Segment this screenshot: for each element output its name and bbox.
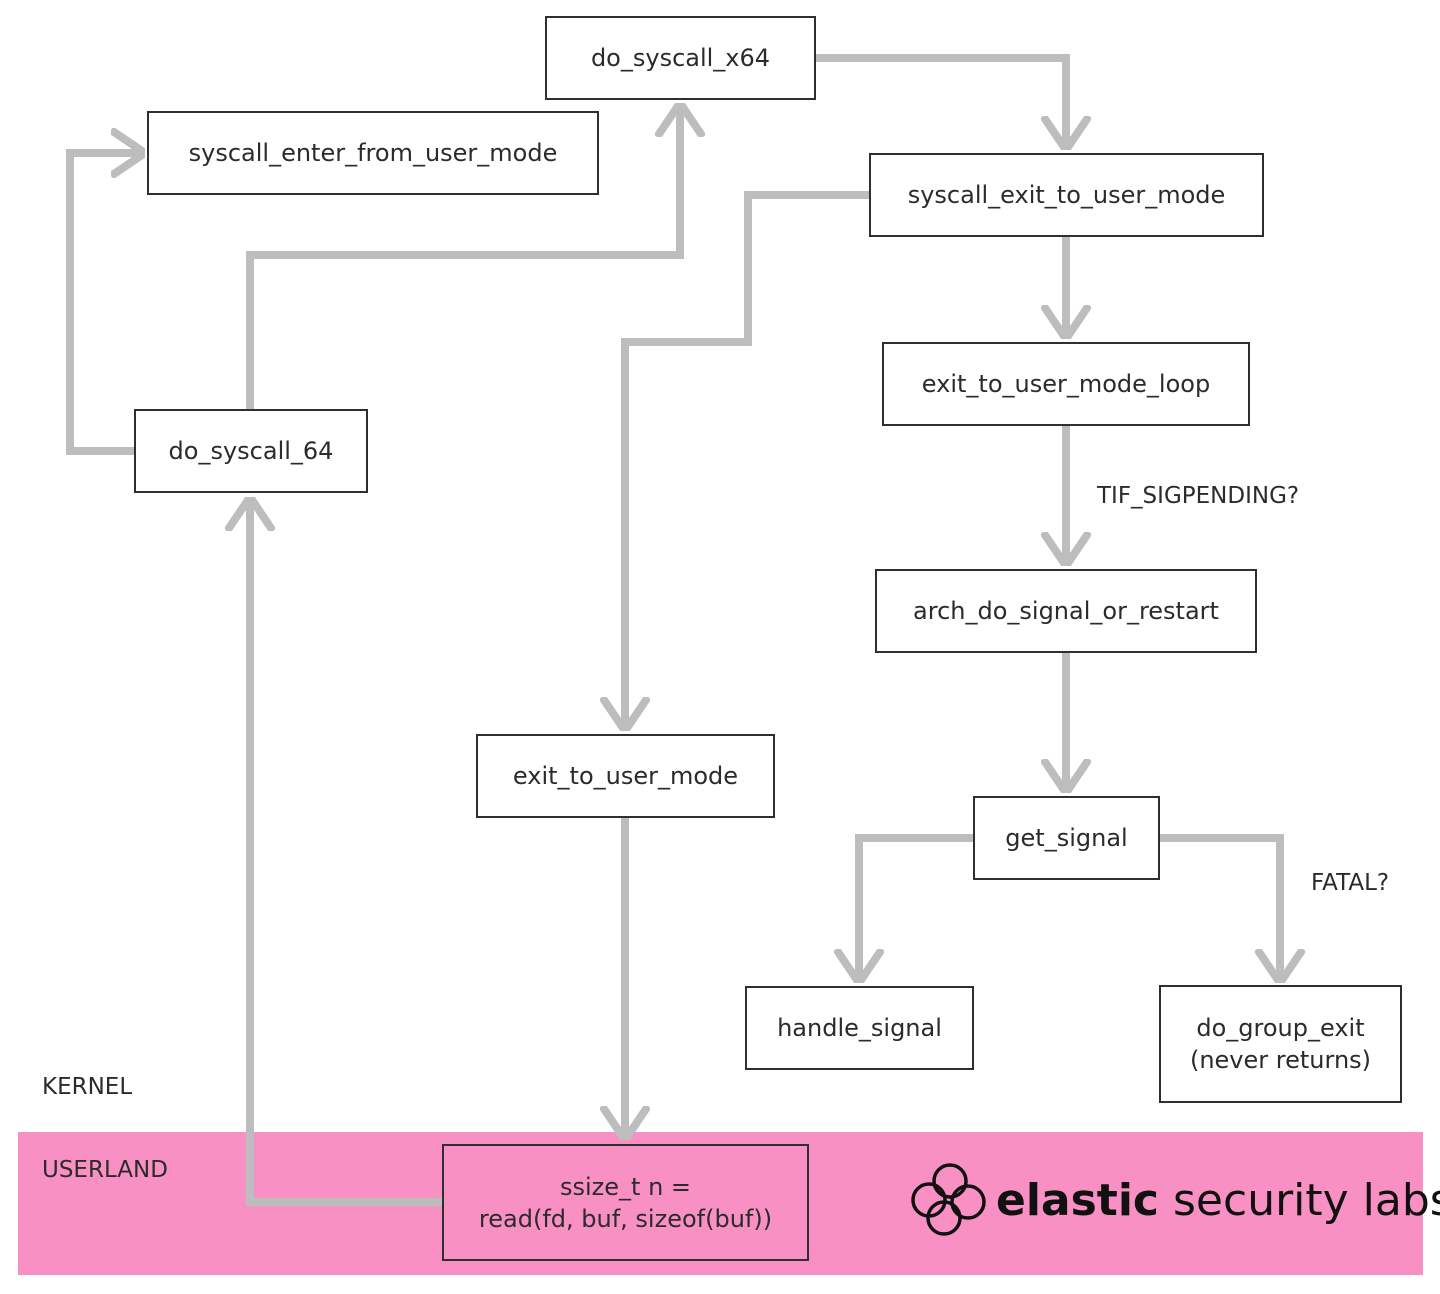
brand-name-rest: security labs [1159, 1174, 1440, 1226]
node-handle-signal: handle_signal [745, 986, 974, 1070]
node-do-group-exit: do_group_exit (never returns) [1159, 985, 1402, 1103]
userland-zone-label: USERLAND [42, 1157, 168, 1183]
edge-get-signal-to-handle [859, 834, 973, 983]
brand-name: elastic security labs [996, 1175, 1440, 1226]
edge-get-signal-to-group-exit [1160, 834, 1280, 983]
edge-label-tif-sigpending: TIF_SIGPENDING? [1097, 483, 1300, 509]
edge-label-fatal: FATAL? [1311, 870, 1390, 896]
edge-exit-to-user-mode [625, 191, 869, 731]
kernel-zone-label: KERNEL [42, 1074, 133, 1100]
edge-64-to-x64 [246, 103, 680, 409]
edge-x64-to-exit [816, 54, 1066, 150]
edge-read-to-64 [250, 497, 442, 1206]
node-exit-to-user-mode: exit_to_user_mode [476, 734, 775, 818]
node-do-syscall-x64: do_syscall_x64 [545, 16, 816, 100]
brand-name-bold: elastic [996, 1174, 1160, 1226]
node-arch-do-signal-or-restart: arch_do_signal_or_restart [875, 569, 1257, 653]
node-syscall-enter-from-user-mode: syscall_enter_from_user_mode [147, 111, 599, 195]
node-read-call: ssize_t n = read(fd, buf, sizeof(buf)) [442, 1144, 809, 1261]
node-exit-to-user-mode-loop: exit_to_user_mode_loop [882, 342, 1250, 426]
edge-64-to-enter [66, 153, 145, 455]
node-do-syscall-64: do_syscall_64 [134, 409, 368, 493]
elastic-logo-icon [911, 1163, 986, 1236]
node-syscall-exit-to-user-mode: syscall_exit_to_user_mode [869, 153, 1264, 237]
node-get-signal: get_signal [973, 796, 1160, 880]
brand: elastic security labs [910, 1160, 1440, 1240]
